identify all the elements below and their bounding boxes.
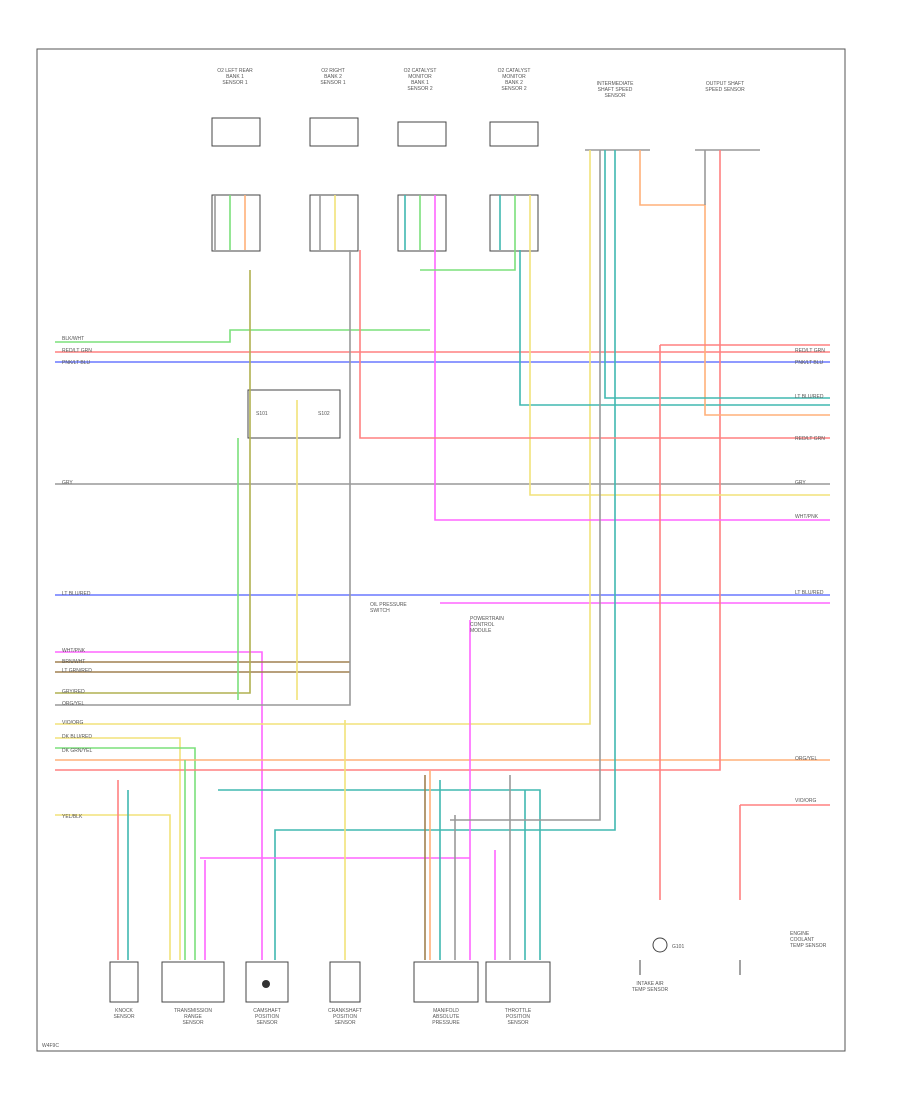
wire-label-right-8: ORG/YEL [795, 756, 817, 762]
wire-orange-33 [639, 150, 830, 416]
wire-label-w7: WHT/PNK [62, 648, 86, 654]
wire-olive-9 [55, 270, 251, 694]
wire-yellow-11 [55, 150, 591, 725]
diagram-frame [36, 48, 846, 1052]
wire-group [55, 150, 830, 960]
connector-c101 [247, 389, 341, 439]
wire-label-w12: VIO/ORG [62, 720, 84, 726]
wire-label-w9: LT GRN/RED [62, 668, 92, 674]
right-wire-labels: RED/LT GRN PNK/LT BLU LT BLU/RED RED/LT … [795, 348, 825, 804]
wire-pink-28 [434, 195, 830, 521]
wire-green-13 [55, 747, 196, 960]
wire-teal-31 [519, 250, 830, 406]
wire-label-right-9: VIO/ORG [795, 798, 817, 804]
wire-label-w10: GRY/RED [62, 689, 85, 695]
wire-label-w4: GRY [62, 480, 73, 486]
splice-label-s1: S101 [256, 411, 268, 417]
wire-teal-19 [218, 789, 541, 960]
wire-pink-6 [55, 651, 263, 960]
page-code: W4F9C [42, 1043, 59, 1049]
wire-label-right-1: RED/LT GRN [795, 348, 825, 354]
wire-green-30 [420, 195, 516, 271]
wire-yellow-12 [55, 737, 181, 960]
wire-label-w13: DK BLU/RED [62, 734, 92, 740]
wire-teal-34 [604, 150, 830, 399]
wire-label-w6: LT BLU/RED [62, 591, 91, 597]
splice-label-s2: S102 [318, 411, 330, 417]
ground-label: G101 [672, 944, 684, 950]
wire-label-w1: BLK/WHT [62, 336, 84, 342]
wire-yellow-16 [55, 814, 171, 960]
wire-label-right-3: LT BLU/RED [795, 394, 824, 400]
wire-red-41 [359, 250, 830, 439]
wire-label-w3: PNK/LT BLU [62, 360, 91, 366]
wire-label-w5: YEL/BLK [62, 814, 83, 820]
wire-teal-35 [274, 150, 616, 960]
wire-label-right-6: WHT/PNK [795, 514, 819, 520]
wire-label-w11: ORG/YEL [62, 701, 84, 707]
wire-yellow-32 [529, 195, 830, 496]
wire-label-w8: BRN/WHT [62, 659, 85, 665]
wire-label-w2: RED/LT GRN [62, 348, 92, 354]
wire-gray-55 [450, 150, 601, 821]
wire-gray-10 [55, 250, 351, 706]
wire-label-right-4: RED/LT GRN [795, 436, 825, 442]
wire-green-2 [55, 329, 430, 343]
left-wire-labels: BLK/WHT RED/LT GRN PNK/LT BLU GRY LT BLU… [62, 336, 93, 820]
wire-label-w14: DK GRN/YEL [62, 748, 93, 754]
wire-label-right-2: PNK/LT BLU [795, 360, 824, 366]
wire-label-right-7: LT BLU/RED [795, 590, 824, 596]
wire-red-15 [55, 150, 721, 771]
ground-point: G101 [639, 937, 741, 975]
wire-label-right-5: GRY [795, 480, 806, 486]
